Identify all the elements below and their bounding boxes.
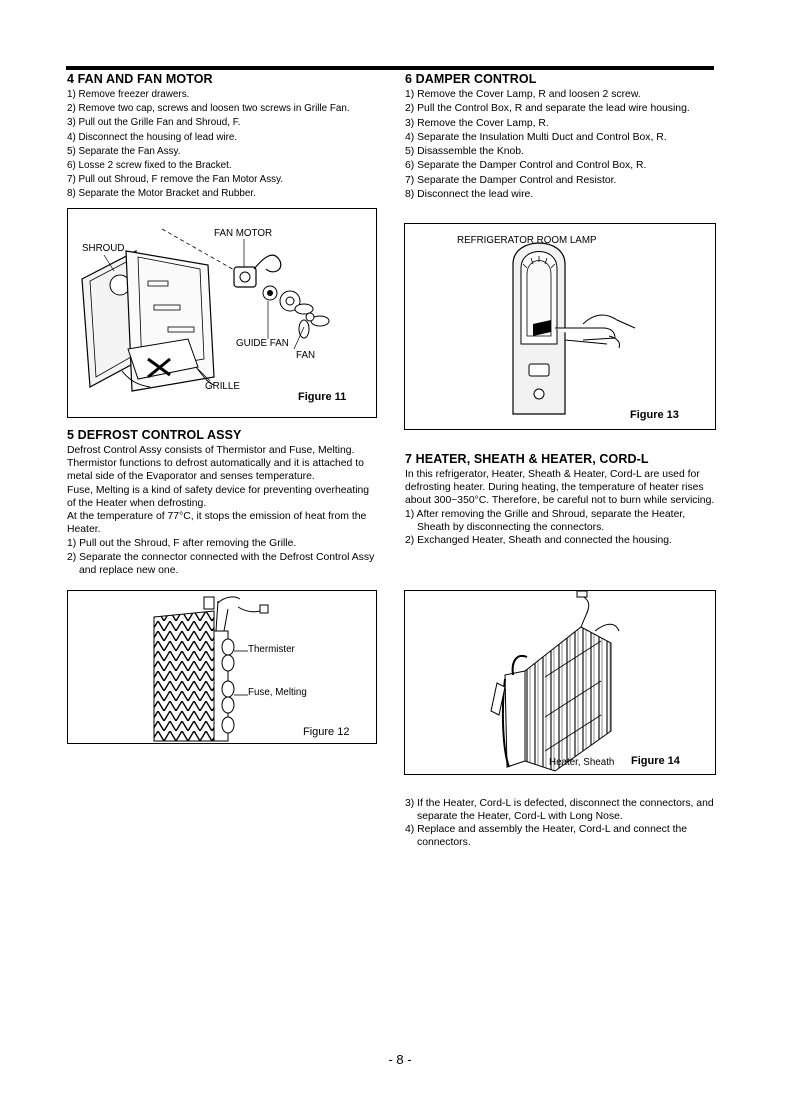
list-item: 3) Remove the Cover Lamp, R. (405, 117, 549, 129)
section-title-damper: 6 DAMPER CONTROL (405, 72, 537, 86)
list-item: 2) Pull the Control Box, R and separate … (405, 103, 690, 115)
list-item: 2) Remove two cap, screws and loosen two… (67, 103, 350, 115)
heater-steps: 1) After removing the Grille and Shroud,… (405, 508, 717, 548)
label-thermister: Thermister (248, 644, 295, 655)
label-shroud: SHROUD (82, 243, 125, 254)
defrost-paragraph-3: At the temperature of 77°C, it stops the… (67, 511, 367, 536)
figure-13-caption: Figure 13 (630, 409, 679, 421)
evaporator-illustration (153, 596, 269, 742)
section-title-heater: 7 HEATER, SHEATH & HEATER, CORD-L (405, 452, 649, 466)
list-item: 2) Separate the connector connected with… (67, 551, 375, 577)
list-item: 6) Losse 2 screw fixed to the Bracket. (67, 160, 232, 172)
heater-sheath-illustration (490, 591, 620, 772)
defrost-steps: 1) Pull out the Shroud, F after removing… (67, 537, 379, 578)
label-grille: GRILLE (205, 381, 240, 392)
left-column: 4 FAN AND FAN MOTOR 1) Remove freezer dr… (67, 72, 379, 202)
figure-11: SHROUD FAN MOTOR GUIDE FAN FAN GRILLE Fi… (67, 208, 377, 418)
lamp-cover-illustration (512, 242, 636, 415)
list-item: 8) Disconnect the lead wire. (405, 189, 534, 201)
list-item: 6) Separate the Damper Control and Contr… (405, 160, 647, 172)
figure-14: Heater, Sheath Figure 14 (404, 590, 716, 775)
list-item: 4) Separate the Insulation Multi Duct an… (405, 131, 667, 143)
figure-14-caption: Figure 14 (631, 755, 680, 767)
heater-steps-continued: 3) If the Heater, Cord-L is defected, di… (405, 797, 717, 849)
right-column: 6 DAMPER CONTROL 1) Remove the Cover Lam… (405, 72, 717, 202)
label-fan-motor: FAN MOTOR (214, 228, 273, 239)
list-item: 1) Pull out the Shroud, F after removing… (67, 538, 297, 550)
heater-paragraph: In this refrigerator, Heater, Sheath & H… (405, 469, 715, 507)
list-item: 4) Disconnect the housing of lead wire. (67, 131, 238, 143)
list-item: 3) Pull out the Grille Fan and Shroud, F… (67, 117, 241, 129)
label-guide-fan: GUIDE FAN (236, 338, 289, 349)
defrost-paragraph-1: Defrost Control Assy consists of Thermis… (67, 445, 364, 483)
list-item: 7) Separate the Damper Control and Resis… (405, 174, 617, 186)
list-item: 1) Remove freezer drawers. (67, 89, 190, 100)
list-item: 4) Replace and assembly the Heater, Cord… (405, 824, 688, 848)
page-number: - 8 - (388, 1052, 412, 1067)
list-item: 5) Disassemble the Knob. (405, 146, 524, 158)
label-fan: FAN (296, 350, 316, 361)
figure-12-caption: Figure 12 (303, 726, 350, 738)
label-refrigerator-room-lamp: REFRIGERATOR ROOM LAMP (457, 235, 597, 246)
label-heater-sheath: Heater, Sheath (549, 757, 615, 768)
list-item: 1) Remove the Cover Lamp, R and loosen 2… (405, 89, 641, 100)
figure-13: REFRIGERATOR ROOM LAMP Figure 13 (404, 223, 716, 430)
damper-steps: 1) Remove the Cover Lamp, R and loosen 2… (405, 88, 717, 202)
list-item: 5) Separate the Fan Assy. (67, 145, 181, 157)
label-fuse-melting: Fuse, Melting (248, 687, 307, 698)
heater-section-continued: 3) If the Heater, Cord-L is defected, di… (405, 797, 717, 849)
top-rule (66, 66, 714, 70)
list-item: 8) Separate the Motor Bracket and Rubber… (67, 188, 256, 200)
figure-12: Thermister Fuse, Melting Figure 12 (67, 590, 377, 744)
list-item: 3) If the Heater, Cord-L is defected, di… (405, 798, 714, 822)
list-item: 1) After removing the Grille and Shroud,… (405, 508, 686, 533)
fan-motor-steps: 1) Remove freezer drawers. 2) Remove two… (67, 88, 379, 202)
defrost-paragraph-2: Fuse, Melting is a kind of safety device… (67, 484, 370, 509)
figure-11-caption: Figure 11 (298, 391, 347, 403)
heater-section: 7 HEATER, SHEATH & HEATER, CORD-L In thi… (405, 452, 717, 548)
defrost-section: 5 DEFROST CONTROL ASSY Defrost Control A… (67, 428, 379, 578)
fan-assembly-illustration (81, 228, 330, 392)
section-title-fan-motor: 4 FAN AND FAN MOTOR (67, 72, 213, 86)
list-item: 7) Pull out Shroud, F remove the Fan Mot… (67, 174, 284, 186)
list-item: 2) Exchanged Heater, Sheath and connecte… (405, 535, 672, 547)
section-title-defrost: 5 DEFROST CONTROL ASSY (67, 428, 242, 442)
